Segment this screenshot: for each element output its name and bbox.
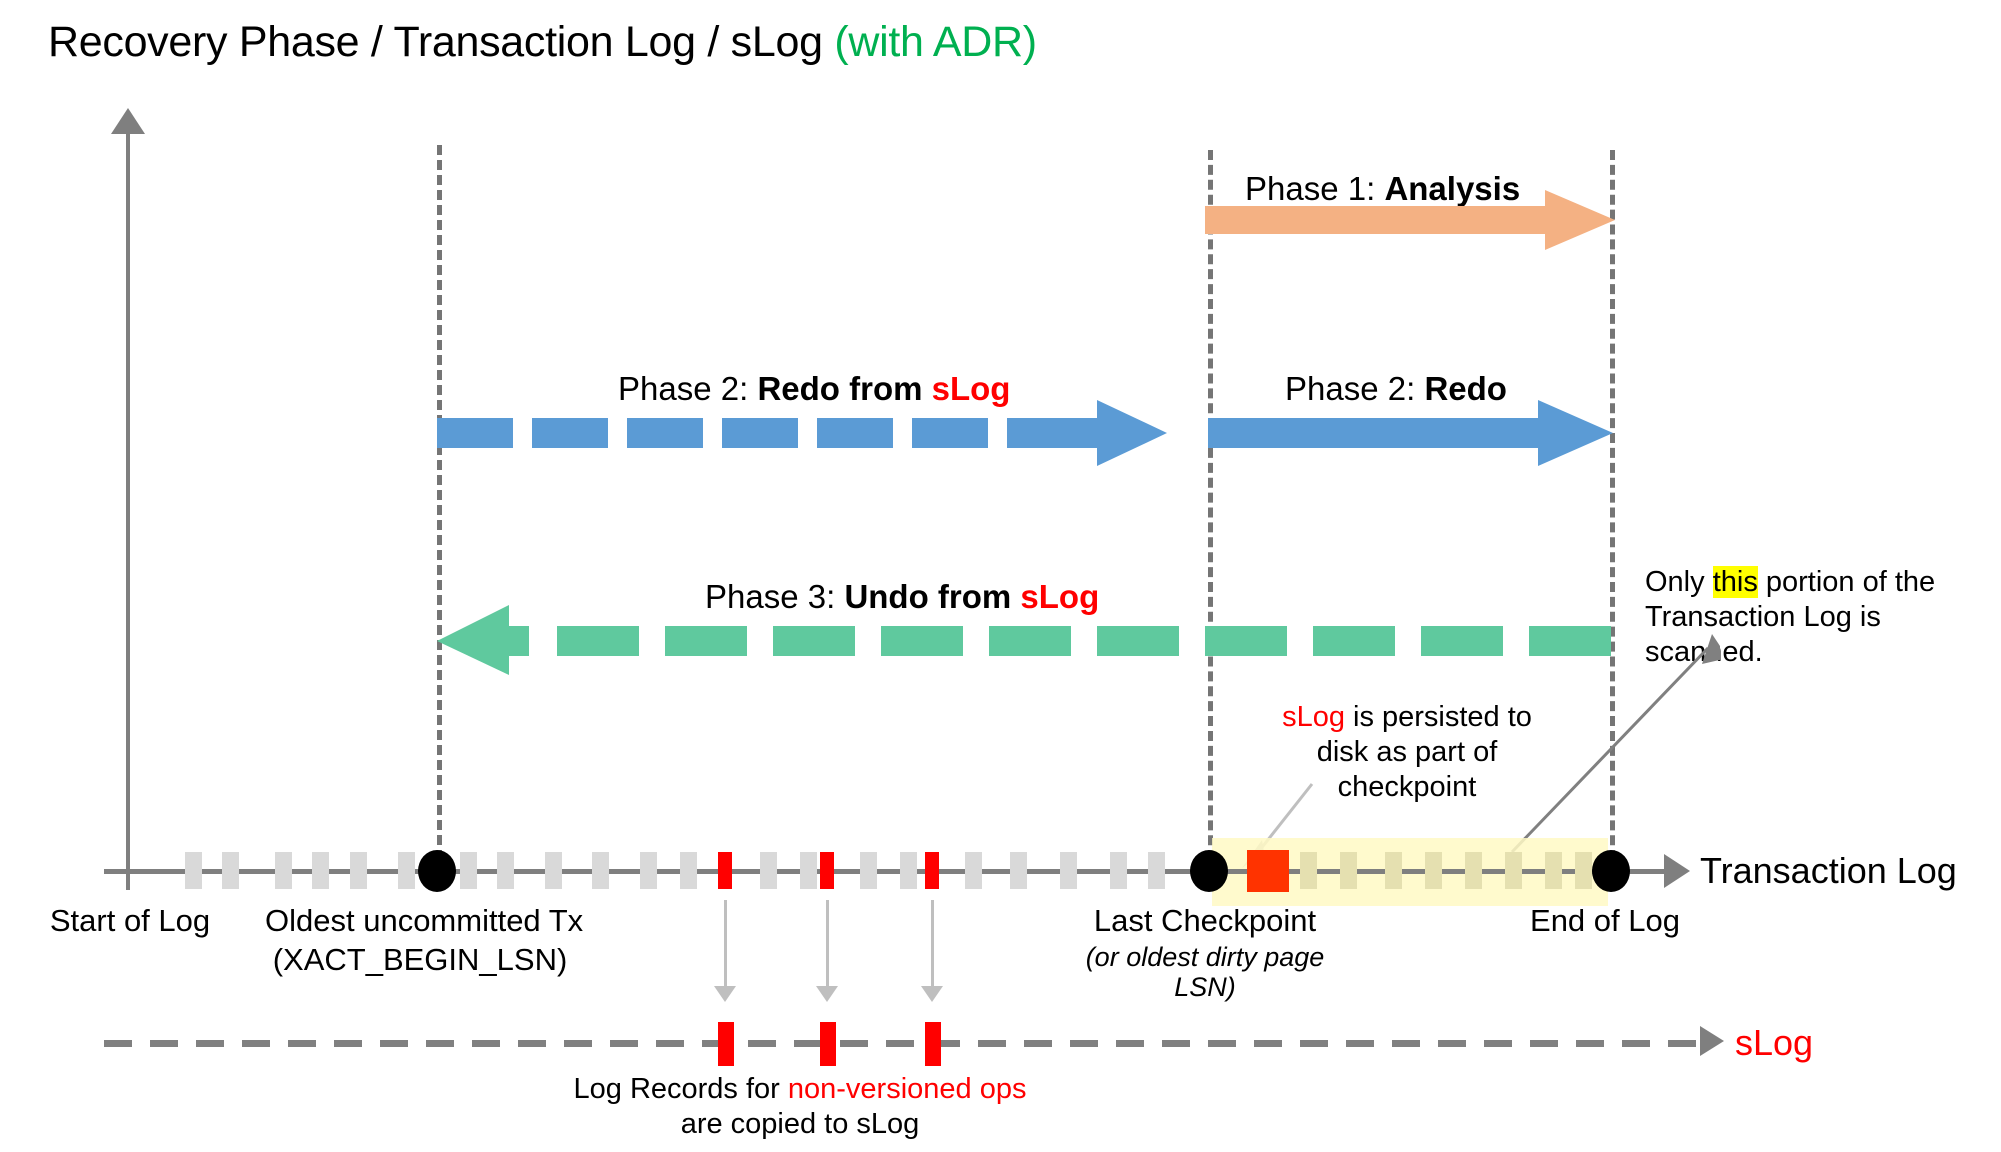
log-record — [312, 852, 329, 889]
log-record — [1545, 852, 1562, 889]
label-last-checkpoint-sub1: (or oldest dirty page — [1085, 942, 1325, 972]
slog-axis — [104, 1040, 1710, 1047]
log-record-nonversioned — [925, 852, 939, 889]
copy-arrow-line-3 — [931, 900, 934, 988]
log-record-nonversioned — [820, 852, 834, 889]
log-record — [1575, 852, 1592, 889]
log-record — [398, 852, 415, 889]
label-end-of-log: End of Log — [1530, 903, 1680, 938]
transaction-log-arrowhead — [1664, 854, 1690, 888]
checkpoint-note-slog: sLog — [1282, 701, 1345, 733]
label-oldest-uncommitted-tx-lsn: (XACT_BEGIN_LSN) — [272, 942, 568, 977]
phase-2-slog-red: sLog — [931, 370, 1011, 407]
guide-oldest-uncommitted-tx — [437, 145, 442, 875]
log-record — [965, 852, 982, 889]
slog-record-1 — [718, 1022, 734, 1066]
scan-note-leader — [1510, 634, 1720, 854]
copy-arrow-head-3 — [921, 986, 943, 1002]
phase-3-undo-from-slog-arrow — [437, 605, 1611, 675]
slog-label: sLog — [1735, 1022, 1814, 1063]
log-record — [760, 852, 777, 889]
label-last-checkpoint-sub2: LSN) — [1174, 972, 1236, 1002]
slog-caption-line2: are copied to sLog — [680, 1107, 920, 1140]
phase-2-redo-from-slog-arrow — [437, 400, 1167, 466]
page-title-main: Recovery Phase / Transaction Log / sLog — [48, 18, 835, 66]
phase-1-analysis-arrow — [1205, 190, 1615, 250]
marker-dot-end-of-log — [1592, 850, 1630, 892]
slog-caption: Log Records for non-versioned ops are co… — [520, 1072, 1080, 1142]
log-record — [800, 852, 817, 889]
checkpoint-note-line3: checkpoint — [1337, 770, 1477, 803]
log-record — [222, 852, 239, 889]
transaction-log-axis — [104, 869, 1666, 874]
copy-arrow-head-2 — [816, 986, 838, 1002]
phase-2-slog-bold: Redo from — [757, 370, 932, 407]
page-title-adr: (with ADR) — [834, 18, 1037, 66]
phase-1-bold: Analysis — [1384, 170, 1521, 207]
phase-2-bold: Redo — [1424, 370, 1507, 407]
log-record — [1340, 852, 1357, 889]
log-record — [1148, 852, 1165, 889]
copy-arrow-line-2 — [826, 900, 829, 988]
log-record — [275, 852, 292, 889]
log-record — [860, 852, 877, 889]
phase-2-slog-label: Phase 2: Redo from sLog — [618, 370, 1010, 408]
label-oldest-uncommitted-tx: Oldest uncommitted Tx — [265, 903, 584, 938]
log-record-nonversioned — [718, 852, 732, 889]
scan-note-line1a: Only — [1645, 566, 1713, 598]
guide-last-checkpoint — [1208, 150, 1213, 875]
log-record — [460, 852, 477, 889]
phase-3-prefix: Phase 3: — [705, 578, 845, 615]
log-record — [545, 852, 562, 889]
marker-dot-last-checkpoint — [1190, 850, 1228, 892]
log-record — [1385, 852, 1402, 889]
phase-2-redo-arrow — [1208, 400, 1613, 466]
log-record — [1110, 852, 1127, 889]
copy-arrow-head-1 — [714, 986, 736, 1002]
log-record — [1505, 852, 1522, 889]
copy-arrow-line-1 — [724, 900, 727, 988]
checkpoint-note-line2: disk as part of — [1316, 735, 1498, 768]
phase-2-prefix: Phase 2: — [1285, 370, 1425, 407]
log-record — [1060, 852, 1077, 889]
phase-3-bold: Undo from — [844, 578, 1021, 615]
slog-persist-marker — [1247, 850, 1289, 892]
log-record — [640, 852, 657, 889]
log-record — [350, 852, 367, 889]
phase-1-prefix: Phase 1: — [1245, 170, 1385, 207]
phase-3-red: sLog — [1020, 578, 1100, 615]
log-record — [1300, 852, 1317, 889]
vertical-axis-line — [126, 125, 130, 890]
scan-note-line1b: portion of the — [1757, 566, 1936, 598]
label-start-of-log: Start of Log — [49, 903, 211, 938]
phase-3-label: Phase 3: Undo from sLog — [705, 578, 1099, 616]
log-record — [497, 852, 514, 889]
slog-caption-line1a: Log Records for — [573, 1073, 788, 1105]
log-record — [185, 852, 202, 889]
marker-dot-oldest-uncommitted-tx — [418, 850, 456, 892]
log-record — [1425, 852, 1442, 889]
phase-2-label: Phase 2: Redo — [1285, 370, 1507, 408]
log-record — [1465, 852, 1482, 889]
log-record — [680, 852, 697, 889]
phase-2-slog-prefix: Phase 2: — [618, 370, 758, 407]
page-title: Recovery Phase / Transaction Log / sLog … — [48, 18, 1037, 67]
slog-caption-line1-red: non-versioned ops — [787, 1073, 1027, 1105]
slog-arrowhead — [1700, 1026, 1724, 1056]
phase-1-label: Phase 1: Analysis — [1245, 170, 1520, 208]
checkpoint-note: sLog is persisted to disk as part of che… — [1237, 700, 1577, 804]
vertical-axis-arrowhead — [111, 108, 145, 134]
slog-record-2 — [820, 1022, 836, 1066]
label-last-checkpoint: Last Checkpoint — [1093, 903, 1317, 938]
guide-end-of-log — [1610, 150, 1615, 875]
scan-note-highlight: this — [1712, 566, 1758, 598]
log-record — [900, 852, 917, 889]
checkpoint-note-line1: is persisted to — [1344, 701, 1532, 733]
log-record — [1010, 852, 1027, 889]
slog-record-3 — [925, 1022, 941, 1066]
transaction-log-label: Transaction Log — [1700, 850, 1957, 891]
log-record — [592, 852, 609, 889]
